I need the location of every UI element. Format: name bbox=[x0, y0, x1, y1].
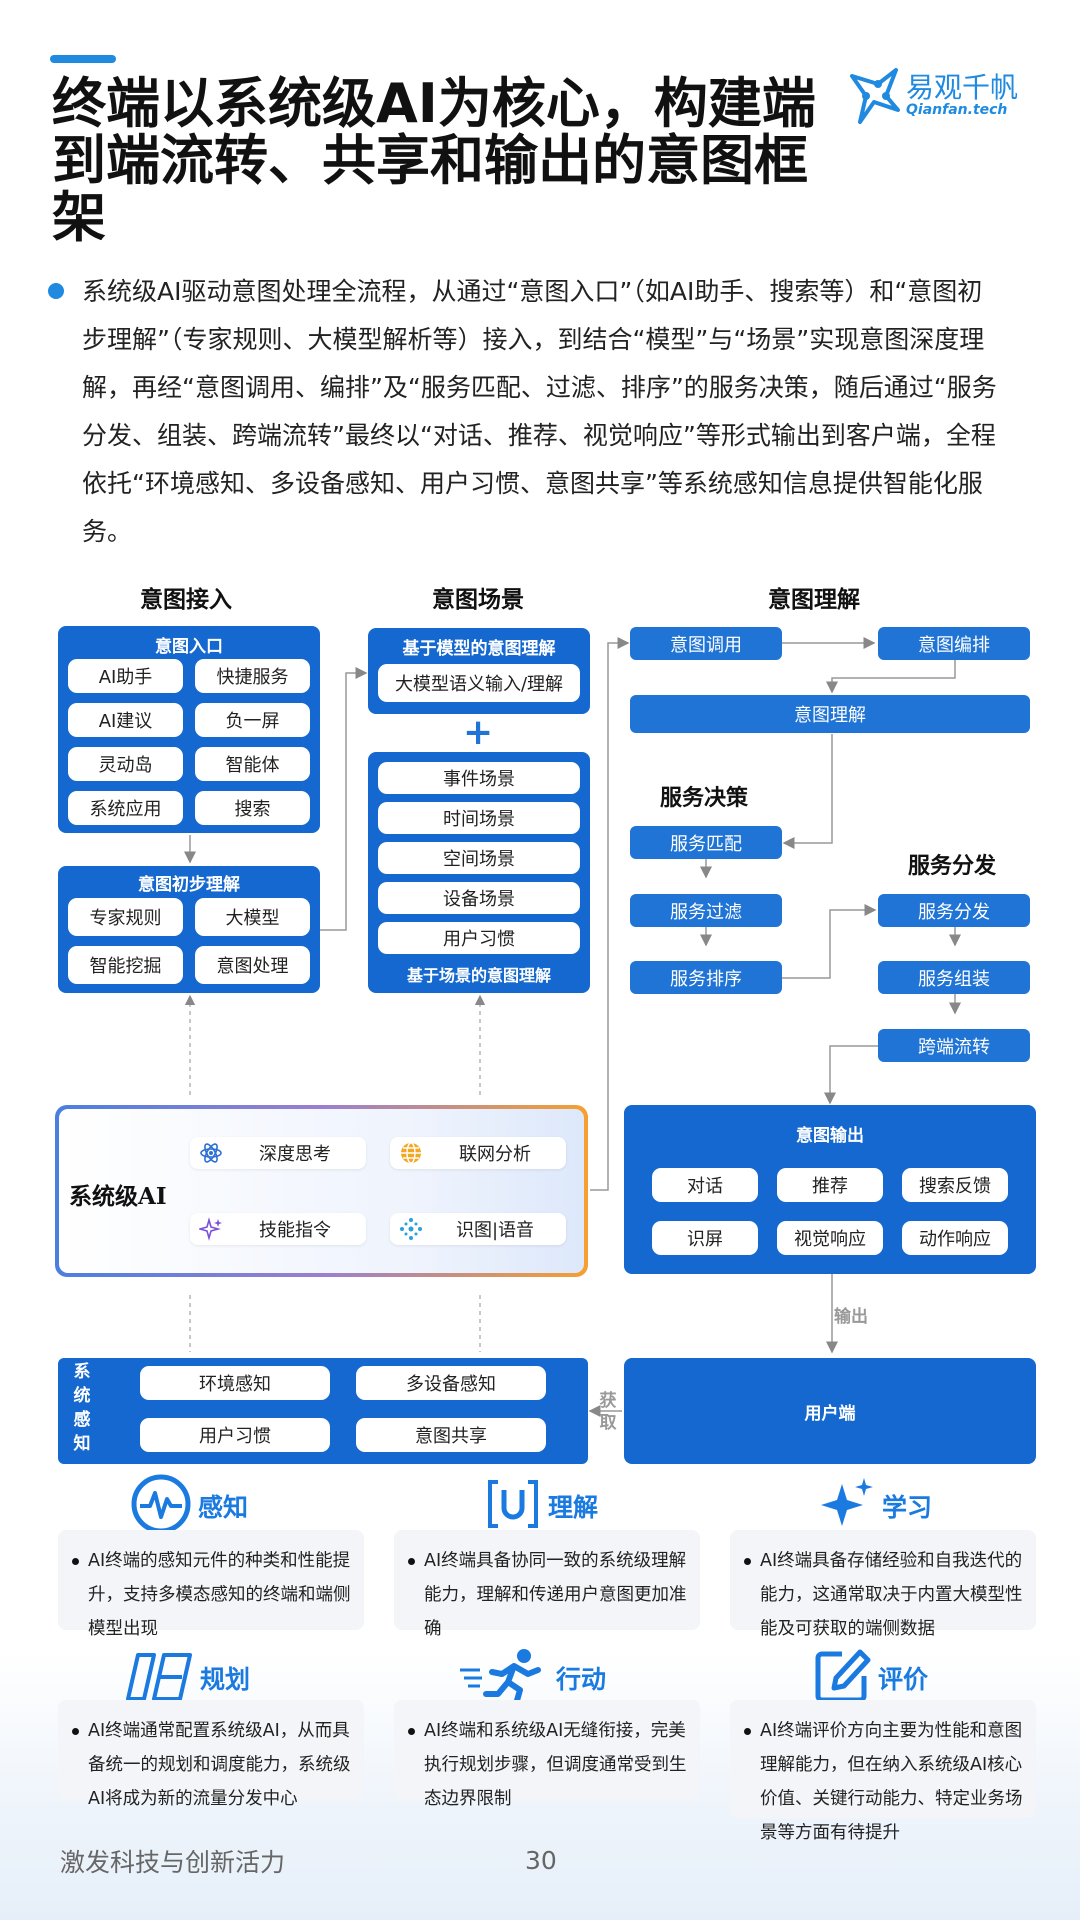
card-head-evaluate: 评价 bbox=[812, 1646, 928, 1710]
output-item: 视觉响应 bbox=[777, 1221, 883, 1255]
page-title: 终端以系统级AI为核心，构建端到端流转、共享和输出的意图框架 bbox=[52, 72, 816, 249]
client-box: 用户端 bbox=[624, 1358, 1036, 1464]
card-plan: AI终端通常配置系统级AI，从而具备统一的规划和调度能力，系统级AI将成为新的流… bbox=[58, 1700, 364, 1809]
card-head-act: 行动 bbox=[458, 1646, 606, 1710]
output-label: 输出 bbox=[834, 1307, 868, 1327]
capability-vision-voice: 识图|语音 bbox=[390, 1213, 566, 1245]
output-item: 对话 bbox=[652, 1168, 758, 1202]
perception-item: 意图共享 bbox=[356, 1418, 546, 1452]
card-perceive: AI终端的感知元件的种类和性能提升，支持多模态感知的终端和端侧模型出现 bbox=[58, 1530, 364, 1639]
output-item: 动作响应 bbox=[902, 1221, 1008, 1255]
atom-icon bbox=[198, 1140, 224, 1166]
scene-item: 事件场景 bbox=[378, 762, 580, 794]
card-head-perceive: 感知 bbox=[130, 1474, 248, 1538]
card-learn: AI终端具备存储经验和自我迭代的能力，这通常取决于内置大模型性能及可获取的端侧数… bbox=[730, 1530, 1036, 1639]
col-head-access: 意图接入 bbox=[140, 587, 232, 613]
perception-item: 用户习惯 bbox=[140, 1418, 330, 1452]
dispatch-title: 服务分发 bbox=[908, 854, 997, 879]
sparkle-icon bbox=[820, 1476, 876, 1536]
card-understand: AI终端具备协同一致的系统级理解能力，理解和传递用户意图更加准确 bbox=[394, 1530, 700, 1639]
capability-web-analysis: 联网分析 bbox=[390, 1137, 566, 1169]
scene-understand-panel: 事件场景 时间场景 空间场景 设备场景 用户习惯 基于场景的意图理解 bbox=[368, 752, 590, 993]
entry-item: 快捷服务 bbox=[195, 659, 310, 693]
title-accent-bar bbox=[50, 55, 116, 63]
capability-deep-think: 深度思考 bbox=[190, 1137, 366, 1169]
u-bracket-icon bbox=[484, 1476, 542, 1536]
intent-arrange-box: 意图编排 bbox=[878, 627, 1030, 660]
logo-name: 易观千帆 bbox=[906, 71, 1019, 104]
scene-item: 用户习惯 bbox=[378, 922, 580, 954]
intent-entry-title: 意图入口 bbox=[155, 637, 223, 657]
prelim-item: 大模型 bbox=[195, 898, 310, 936]
perception-item: 环境感知 bbox=[140, 1366, 330, 1400]
system-ai-title: 系统级AI bbox=[69, 1183, 167, 1210]
output-item: 推荐 bbox=[777, 1168, 883, 1202]
globe-icon bbox=[398, 1140, 424, 1166]
card-head-understand: 理解 bbox=[484, 1474, 598, 1538]
scene-item: 空间场景 bbox=[378, 842, 580, 874]
perception-title: 系统感知 bbox=[73, 1362, 91, 1454]
scene-item: 时间场景 bbox=[378, 802, 580, 834]
intro-paragraph: 系统级AI驱动意图处理全流程，从通过“意图入口”（如AI助手、搜索等）和“意图初… bbox=[82, 277, 997, 546]
intent-prelim-panel: 意图初步理解 专家规则 大模型 智能挖掘 意图处理 bbox=[58, 866, 320, 993]
client-label: 用户端 bbox=[804, 1403, 856, 1424]
page-number: 30 bbox=[525, 1846, 557, 1875]
system-ai-panel: 系统级AI 深度思考 联网分析 技能指令 识图|语音 bbox=[55, 1105, 588, 1277]
model-item: 大模型语义输入/理解 bbox=[378, 664, 580, 702]
prelim-item: 智能挖掘 bbox=[68, 946, 183, 984]
system-perception-panel: 系统感知 环境感知 多设备感知 用户习惯 意图共享 bbox=[58, 1358, 588, 1464]
decision-item: 服务排序 bbox=[630, 961, 782, 994]
intent-entry-panel: 意图入口 AI助手 快捷服务 AI建议 负一屏 灵动岛 智能体 系统应用 搜索 bbox=[58, 626, 320, 833]
card-act: AI终端和系统级AI无缝衔接，完美执行规划步骤，但调度通常受到生态边界限制 bbox=[394, 1700, 700, 1809]
entry-item: 灵动岛 bbox=[68, 747, 183, 781]
intent-call-box: 意图调用 bbox=[630, 627, 782, 660]
card-evaluate: AI终端评价方向主要为性能和意图理解能力，但在纳入系统级AI核心价值、关键行动能… bbox=[730, 1700, 1036, 1843]
intent-output-panel: 意图输出 对话 推荐 搜索反馈 识屏 视觉响应 动作响应 bbox=[624, 1105, 1036, 1274]
prelim-item: 专家规则 bbox=[68, 898, 183, 936]
runner-icon bbox=[458, 1646, 550, 1710]
decision-title: 服务决策 bbox=[660, 786, 749, 811]
logo-icon bbox=[850, 68, 900, 124]
dispatch-item: 服务分发 bbox=[878, 894, 1030, 927]
intro-bullet bbox=[48, 283, 64, 299]
output-item: 搜索反馈 bbox=[902, 1168, 1008, 1202]
intent-understand-box: 意图理解 bbox=[630, 695, 1030, 733]
pen-icon bbox=[812, 1646, 872, 1710]
scene-item: 设备场景 bbox=[378, 882, 580, 914]
output-item: 识屏 bbox=[652, 1221, 758, 1255]
prelim-item: 意图处理 bbox=[195, 946, 310, 984]
perception-item: 多设备感知 bbox=[356, 1366, 546, 1400]
card-head-plan: 规划 bbox=[124, 1646, 250, 1710]
brand-logo: 易观千帆 Qianfan.tech bbox=[848, 66, 1038, 126]
sparkle-icon bbox=[198, 1216, 224, 1242]
card-head-learn: 学习 bbox=[820, 1474, 932, 1538]
dispatch-item: 跨端流转 bbox=[878, 1029, 1030, 1062]
model-understand-title: 基于模型的意图理解 bbox=[402, 639, 556, 659]
entry-item: 智能体 bbox=[195, 747, 310, 781]
diagram-connectors bbox=[184, 637, 961, 1417]
model-understand-panel: 基于模型的意图理解 大模型语义输入/理解 bbox=[368, 628, 590, 714]
col-head-scene: 意图场景 bbox=[432, 587, 524, 613]
entry-item: 负一屏 bbox=[195, 703, 310, 737]
entry-item: 搜索 bbox=[195, 791, 310, 825]
entry-item: AI助手 bbox=[68, 659, 183, 693]
intent-output-title: 意图输出 bbox=[796, 1126, 864, 1146]
dispatch-item: 服务组装 bbox=[878, 961, 1030, 994]
decision-item: 服务匹配 bbox=[630, 826, 782, 859]
col-head-understand: 意图理解 bbox=[768, 587, 860, 613]
entry-item: AI建议 bbox=[68, 703, 183, 737]
intent-prelim-title: 意图初步理解 bbox=[138, 875, 240, 895]
dots-grid-icon bbox=[398, 1216, 424, 1242]
blueprint-icon bbox=[124, 1649, 194, 1707]
footer-slogan: 激发科技与创新活力 bbox=[60, 1848, 286, 1877]
logo-url: Qianfan.tech bbox=[906, 102, 1008, 118]
plus-sign: + bbox=[463, 712, 494, 753]
scene-footer: 基于场景的意图理解 bbox=[406, 966, 551, 985]
decision-item: 服务过滤 bbox=[630, 894, 782, 927]
capability-skill-command: 技能指令 bbox=[190, 1213, 366, 1245]
entry-item: 系统应用 bbox=[68, 791, 183, 825]
fetch-label: 获取 bbox=[599, 1391, 617, 1433]
